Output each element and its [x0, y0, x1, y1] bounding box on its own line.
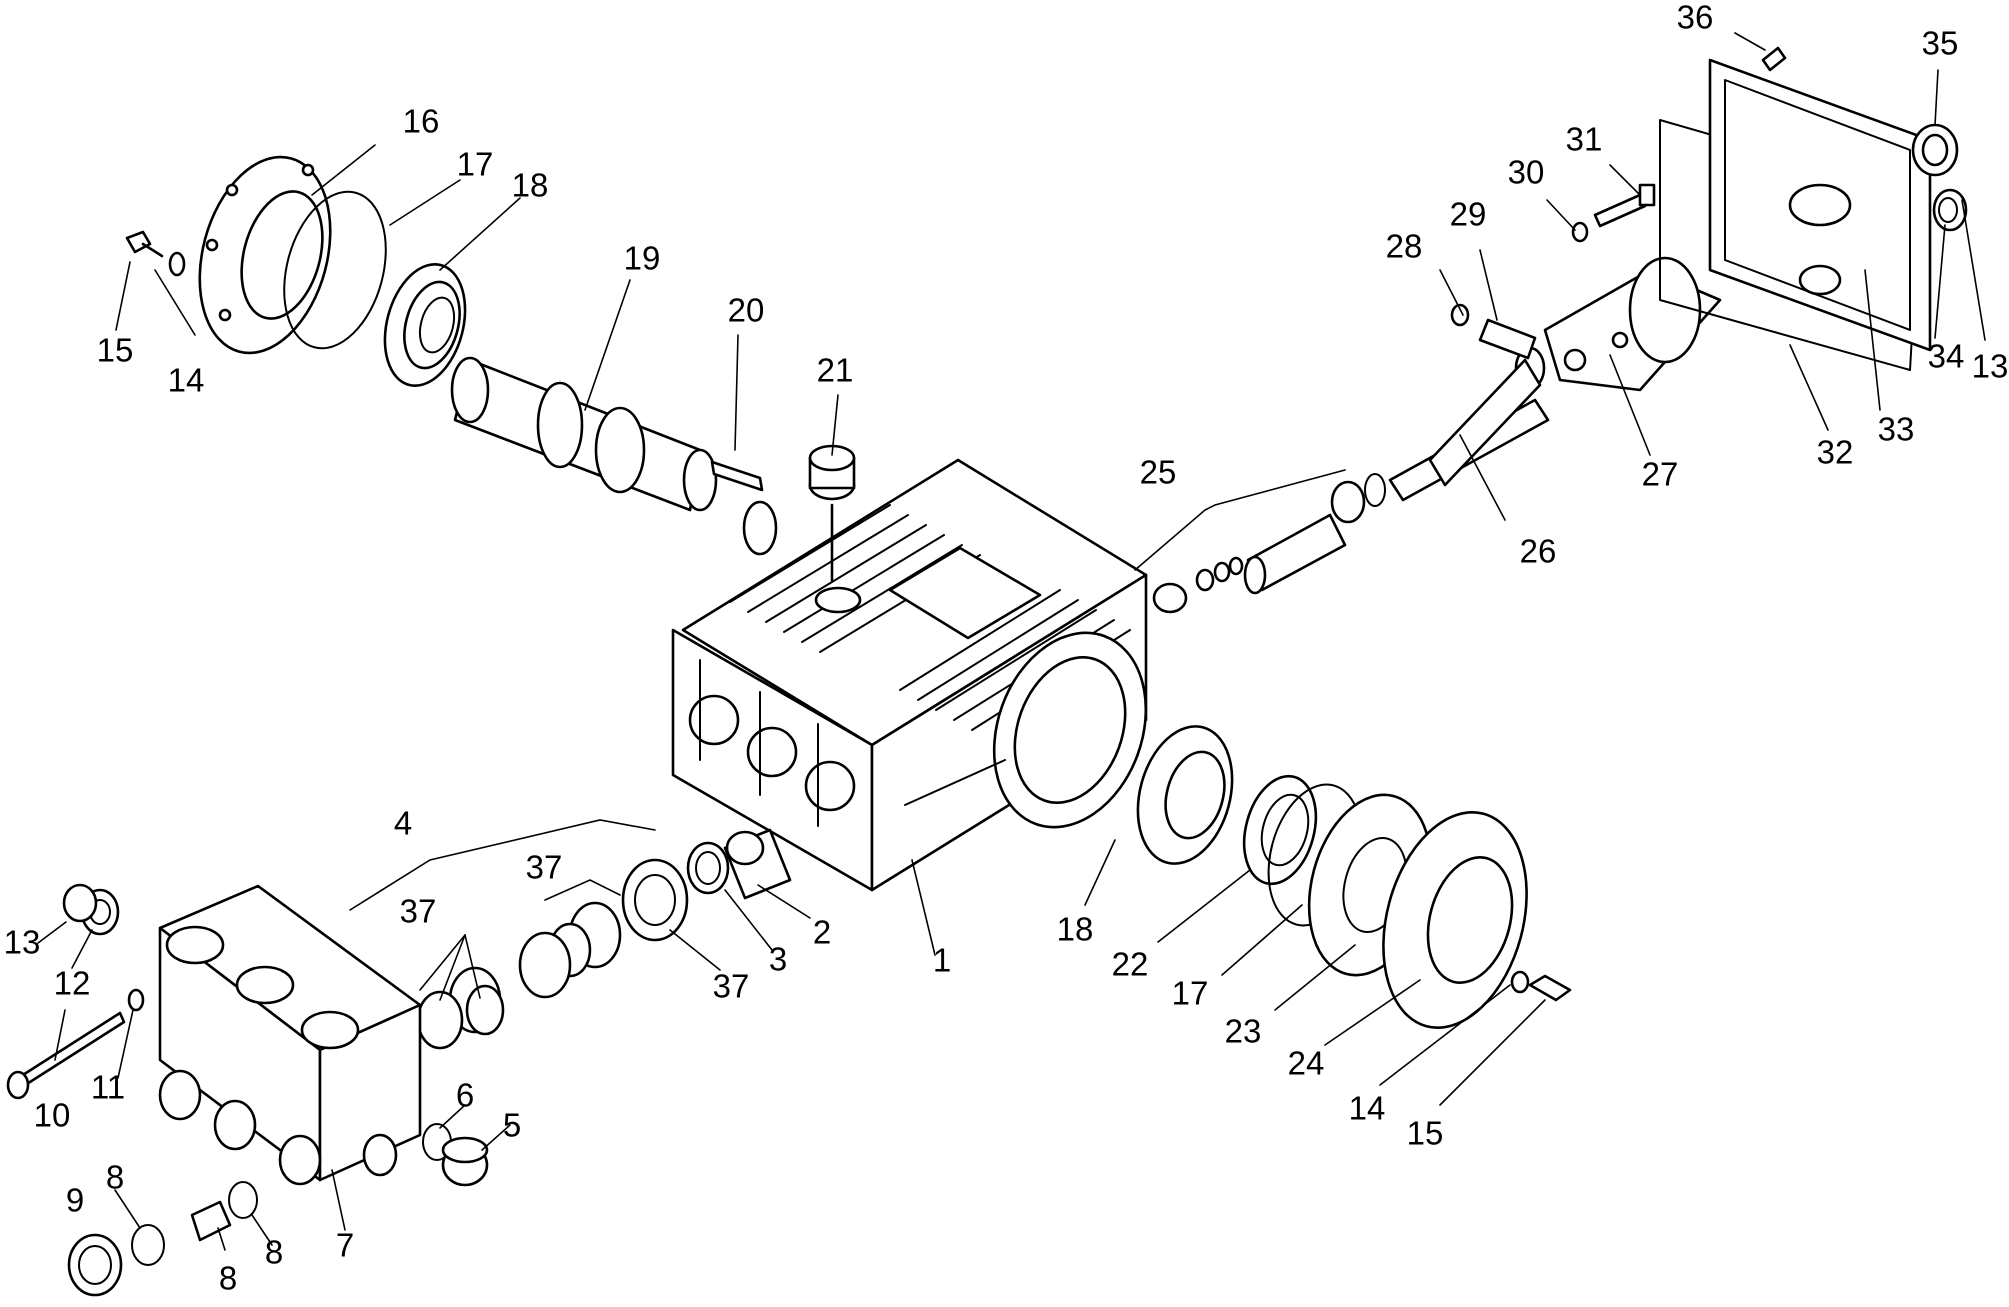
callout-24: 24 — [1288, 1045, 1325, 1082]
callout-10: 10 — [34, 1097, 71, 1134]
plug-13-left — [62, 883, 98, 923]
rear-bolt — [1593, 183, 1656, 228]
callout-12: 12 — [54, 965, 91, 1002]
oil-filler-cap — [808, 444, 862, 614]
callout-17b: 17 — [1172, 975, 1209, 1012]
callout-18b: 18 — [1057, 911, 1094, 948]
seal-set-25 — [1152, 556, 1244, 614]
shaft-key — [710, 460, 764, 492]
callout-6: 6 — [456, 1077, 474, 1114]
bearing-cover-right — [1382, 811, 1528, 1029]
callout-5: 5 — [503, 1107, 521, 1144]
callout-16: 16 — [403, 103, 440, 140]
callout-28: 28 — [1386, 228, 1423, 265]
callout-36: 36 — [1677, 0, 1714, 36]
callout-22: 22 — [1112, 946, 1149, 983]
connecting-rod — [1543, 256, 1722, 392]
callout-27: 27 — [1642, 456, 1679, 493]
manifold — [158, 884, 422, 1186]
callout-19: 19 — [624, 240, 661, 277]
callout-34: 34 — [1928, 338, 1965, 375]
plunger — [723, 828, 792, 900]
plunger-guide — [1243, 473, 1386, 595]
callout-4: 4 — [394, 805, 412, 842]
callout-7: 7 — [336, 1227, 354, 1264]
drain-plug-rear — [1932, 188, 1968, 232]
callout-32: 32 — [1817, 434, 1854, 471]
callout-37a: 37 — [526, 849, 563, 886]
oil-sight-glass — [1911, 123, 1959, 177]
bolt-right — [1528, 974, 1572, 1002]
seal-set-37 — [416, 858, 689, 1050]
bearing-left — [383, 263, 467, 387]
bearing-right — [1136, 725, 1234, 865]
wrist-pin — [1450, 303, 1537, 360]
washer-left — [168, 251, 186, 277]
plug-5 — [441, 1136, 489, 1187]
callout-9: 9 — [66, 1182, 84, 1219]
callout-15a: 15 — [97, 332, 134, 369]
crankcase — [671, 458, 1148, 892]
seal-retainer — [686, 841, 730, 895]
callout-20: 20 — [728, 292, 765, 329]
callout-2: 2 — [813, 914, 831, 951]
callout-26: 26 — [1520, 533, 1557, 570]
bearing-cover-left — [198, 155, 332, 355]
callout-15b: 15 — [1407, 1115, 1444, 1152]
callout-23: 23 — [1225, 1013, 1262, 1050]
rear-cover — [1708, 58, 1932, 352]
crankshaft — [450, 356, 778, 556]
o-ring-8a — [131, 1224, 165, 1266]
callout-29: 29 — [1450, 196, 1487, 233]
callout-8c: 8 — [265, 1234, 283, 1271]
rear-washer — [1571, 221, 1589, 243]
callout-14b: 14 — [1349, 1090, 1386, 1127]
top-screw — [1761, 46, 1787, 72]
o-ring-8c — [228, 1181, 258, 1219]
callout-21: 21 — [817, 352, 854, 389]
oil-seal — [1242, 774, 1318, 886]
piston-guide — [1388, 346, 1550, 502]
manifold-washer — [127, 988, 145, 1012]
callout-3: 3 — [769, 941, 787, 978]
callout-numbers: 1 2 3 4 5 6 7 8 8 8 9 10 11 12 13 13 14 … — [4, 0, 2009, 1297]
callout-30: 30 — [1508, 154, 1545, 191]
callout-13b: 13 — [1972, 348, 2009, 385]
bolt-left — [125, 230, 164, 258]
callout-11: 11 — [91, 1069, 125, 1106]
valve-8b — [190, 1200, 232, 1242]
plug-9 — [67, 1233, 123, 1297]
callout-1: 1 — [933, 942, 951, 979]
callout-37b: 37 — [400, 893, 437, 930]
leader-lines — [37, 32, 1986, 1251]
callout-37c: 37 — [713, 968, 750, 1005]
callout-18a: 18 — [512, 167, 549, 204]
callout-8a: 8 — [106, 1159, 124, 1196]
callout-13a: 13 — [4, 924, 41, 961]
callout-31: 31 — [1566, 121, 1603, 158]
callout-25: 25 — [1140, 454, 1177, 491]
callout-8b: 8 — [219, 1260, 237, 1297]
callout-35: 35 — [1922, 25, 1959, 62]
manifold-bolt — [6, 1011, 126, 1100]
o-ring-left — [283, 190, 387, 350]
callout-14a: 14 — [168, 362, 205, 399]
callout-33: 33 — [1878, 411, 1915, 448]
washer-right — [1510, 970, 1530, 994]
callout-17a: 17 — [457, 146, 494, 183]
